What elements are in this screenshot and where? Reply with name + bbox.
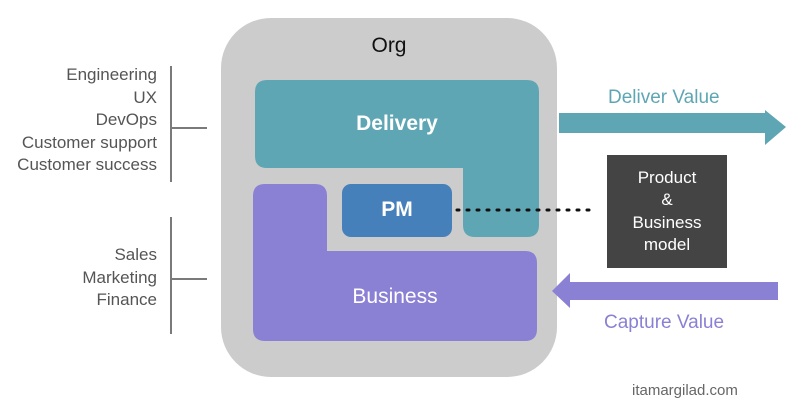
function-item: UX bbox=[133, 87, 157, 107]
product-box-line: & bbox=[661, 190, 673, 209]
business-bracket-connector bbox=[171, 278, 207, 280]
deliver-value-label: Deliver Value bbox=[608, 87, 720, 108]
credit-text: itamargilad.com bbox=[632, 382, 738, 399]
function-item: DevOps bbox=[95, 110, 157, 129]
delivery-label: Delivery bbox=[356, 112, 438, 135]
delivery-bracket-connector bbox=[171, 127, 207, 129]
function-item: Marketing bbox=[82, 267, 157, 287]
business-bracket bbox=[170, 217, 172, 334]
deliver-value-arrow bbox=[559, 110, 786, 145]
delivery-bracket bbox=[170, 66, 172, 182]
pm-box bbox=[342, 184, 452, 237]
capture-value-arrow bbox=[552, 273, 778, 308]
function-item: Customer support bbox=[21, 132, 157, 152]
product-box-line: model bbox=[643, 235, 691, 254]
org-title: Org bbox=[371, 34, 407, 57]
business-label: Business bbox=[352, 285, 438, 308]
function-item: Sales bbox=[114, 245, 157, 264]
function-item: Engineering bbox=[66, 65, 157, 84]
product-box-line: Product bbox=[637, 167, 697, 187]
business-functions-list: Sales Marketing Finance bbox=[0, 244, 157, 312]
pm-label: PM bbox=[381, 198, 413, 221]
function-item: Customer success bbox=[17, 155, 157, 174]
capture-value-label: Capture Value bbox=[604, 312, 725, 333]
business-shape bbox=[253, 184, 537, 341]
function-item: Finance bbox=[96, 290, 157, 309]
product-box-line: Business bbox=[632, 212, 702, 232]
delivery-shape bbox=[255, 80, 539, 237]
delivery-functions-list: Engineering UX DevOps Customer support C… bbox=[0, 64, 157, 177]
product-business-model-box: Product & Business model bbox=[607, 155, 727, 268]
